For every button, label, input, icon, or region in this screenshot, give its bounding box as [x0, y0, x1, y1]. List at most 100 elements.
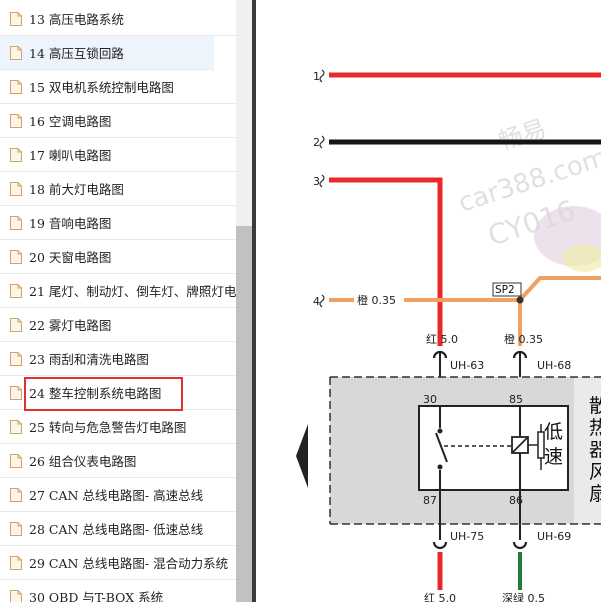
connector-uh68-label: UH-68	[537, 359, 571, 372]
toc-item-label: 28 CAN 总线电路图- 低速总线	[29, 522, 204, 537]
document-icon	[10, 351, 22, 366]
toc-item[interactable]: 22 雾灯电路图	[0, 308, 236, 342]
wire-4: 4 橙 0.35 SP2	[313, 276, 601, 346]
pane-divider[interactable]	[252, 0, 256, 602]
splice-box	[492, 282, 522, 297]
wire-1: 1	[313, 69, 601, 83]
document-icon	[10, 419, 22, 434]
side-text-2: 热	[589, 417, 601, 439]
toc-item[interactable]: 28 CAN 总线电路图- 低速总线	[0, 512, 236, 546]
side-text-group: 散 热 器 风 扇	[589, 395, 601, 505]
toc-item-label: 30 OBD 与T-BOX 系统	[29, 590, 164, 602]
document-icon	[10, 283, 22, 298]
toc-item[interactable]: 15 双电机系统控制电路图	[0, 70, 236, 104]
document-icon	[10, 11, 22, 26]
toc-item-label: 21 尾灯、制动灯、倒车灯、牌照灯电	[29, 284, 236, 299]
document-icon	[10, 147, 22, 162]
watermark-text-1: 畅易	[495, 114, 549, 155]
toc-item[interactable]: 19 音响电路图	[0, 206, 236, 240]
highlight-annotation	[24, 377, 183, 411]
wire-4-label: 橙 0.35	[357, 293, 396, 307]
relay-pin-87: 87	[423, 494, 437, 507]
document-icon	[10, 215, 22, 230]
toc-item-label: 22 雾灯电路图	[29, 318, 112, 333]
relay-pin-30: 30	[423, 393, 437, 406]
toc-item[interactable]: 16 空调电路图	[0, 104, 236, 138]
pin30-wire-label: 红 5.0	[426, 333, 458, 346]
document-icon	[10, 317, 22, 332]
toc-item-label: 16 空调电路图	[29, 114, 112, 129]
toc-item-label: 19 音响电路图	[29, 216, 112, 231]
document-icon	[10, 521, 22, 536]
toc-item[interactable]: 26 组合仪表电路图	[0, 444, 236, 478]
toc-item-label: 24 整车控制系统电路图	[29, 386, 162, 401]
toc-list: 13 高压电路系统 14 高压互锁回路 15 双电机系统控制电路图 16 空调电路图 1…	[0, 2, 236, 602]
toc-item[interactable]: 29 CAN 总线电路图- 混合动力系统	[0, 546, 236, 580]
relay-switch-blade	[435, 432, 448, 463]
toc-item-label: 13 高压电路系统	[29, 12, 124, 27]
relay-text-low: 低	[544, 421, 563, 443]
pin85-wire-label: 橙 0.35	[504, 332, 543, 346]
toc-item-label: 17 喇叭电路图	[29, 148, 112, 163]
side-text-3: 器	[589, 439, 601, 461]
wire-3: 3	[313, 174, 443, 346]
side-text-4: 风	[589, 461, 601, 483]
toc-item[interactable]: 13 高压电路系统	[0, 2, 236, 36]
document-icon	[10, 453, 22, 468]
diagram-viewer: 畅易 car388.com CY016 1 2 3 4	[256, 0, 601, 602]
toc-item-label: 27 CAN 总线电路图- 高速总线	[29, 488, 204, 503]
toc-item-label: 25 转向与危急警告灯电路图	[29, 420, 187, 435]
document-icon	[10, 487, 22, 502]
toc-item[interactable]: 25 转向与危急警告灯电路图	[0, 410, 236, 444]
splice-label: SP2	[495, 284, 515, 296]
document-icon	[10, 385, 22, 400]
watermark-logo	[534, 206, 601, 266]
prev-page-arrow-icon[interactable]	[296, 424, 308, 488]
toc-item[interactable]: 18 前大灯电路图	[0, 172, 236, 206]
wiring-diagram: 畅易 car388.com CY016 1 2 3 4	[296, 69, 601, 602]
connector-uh69: UH-69	[512, 490, 571, 550]
toc-item[interactable]: 20 天窗电路图	[0, 240, 236, 274]
toc-item[interactable]: 14 高压互锁回路	[0, 36, 214, 70]
document-icon	[10, 249, 22, 264]
toc-item[interactable]: 23 雨刮和清洗电路图	[0, 342, 236, 376]
document-icon	[10, 589, 22, 602]
wire-number-4: 4	[313, 295, 320, 308]
wire-number-3: 3	[313, 175, 320, 188]
toc-item-label: 23 雨刮和清洗电路图	[29, 352, 149, 367]
bottom-right-wire-label: 深绿 0.5	[502, 591, 545, 602]
watermark-logo-accent	[562, 244, 601, 272]
toc-item-label: 29 CAN 总线电路图- 混合动力系统	[29, 556, 229, 571]
document-icon	[10, 555, 22, 570]
watermark: 畅易 car388.com CY016	[455, 114, 601, 272]
toc-item-label: 15 双电机系统控制电路图	[29, 80, 174, 95]
relay: 30 85 87 86 低 速	[418, 393, 569, 507]
toc-item[interactable]: 27 CAN 总线电路图- 高速总线	[0, 478, 236, 512]
toc-item[interactable]: 21 尾灯、制动灯、倒车灯、牌照灯电	[0, 274, 236, 308]
document-icon	[10, 181, 22, 196]
scrollbar-thumb[interactable]	[236, 226, 252, 602]
side-text-5: 扇	[589, 483, 601, 505]
document-icon	[10, 79, 22, 94]
connector-uh75: UH-75	[432, 490, 484, 550]
toc-item[interactable]: 30 OBD 与T-BOX 系统	[0, 580, 236, 602]
toc-item-label: 26 组合仪表电路图	[29, 454, 137, 469]
side-text-1: 散	[589, 395, 601, 417]
toc-sidebar: 13 高压电路系统 14 高压互锁回路 15 双电机系统控制电路图 16 空调电路图 1…	[0, 0, 236, 602]
bottom-left-wire-label: 红 5.0	[424, 592, 456, 602]
toc-item-label: 14 高压互锁回路	[29, 46, 124, 61]
relay-pin-85: 85	[509, 393, 523, 406]
connector-uh68: UH-68	[512, 350, 571, 380]
toc-item-label: 20 天窗电路图	[29, 250, 112, 265]
connector-uh63: UH-63	[432, 350, 484, 380]
relay-text-speed: 速	[544, 446, 563, 468]
wire-number-1: 1	[313, 70, 320, 83]
connector-uh75-label: UH-75	[450, 530, 484, 543]
splice-dot	[516, 296, 524, 304]
wire-number-2: 2	[313, 136, 320, 149]
connector-uh69-label: UH-69	[537, 530, 571, 543]
document-icon	[10, 113, 22, 128]
toc-item[interactable]: 17 喇叭电路图	[0, 138, 236, 172]
connector-uh63-label: UH-63	[450, 359, 484, 372]
toc-item-label: 18 前大灯电路图	[29, 182, 124, 197]
